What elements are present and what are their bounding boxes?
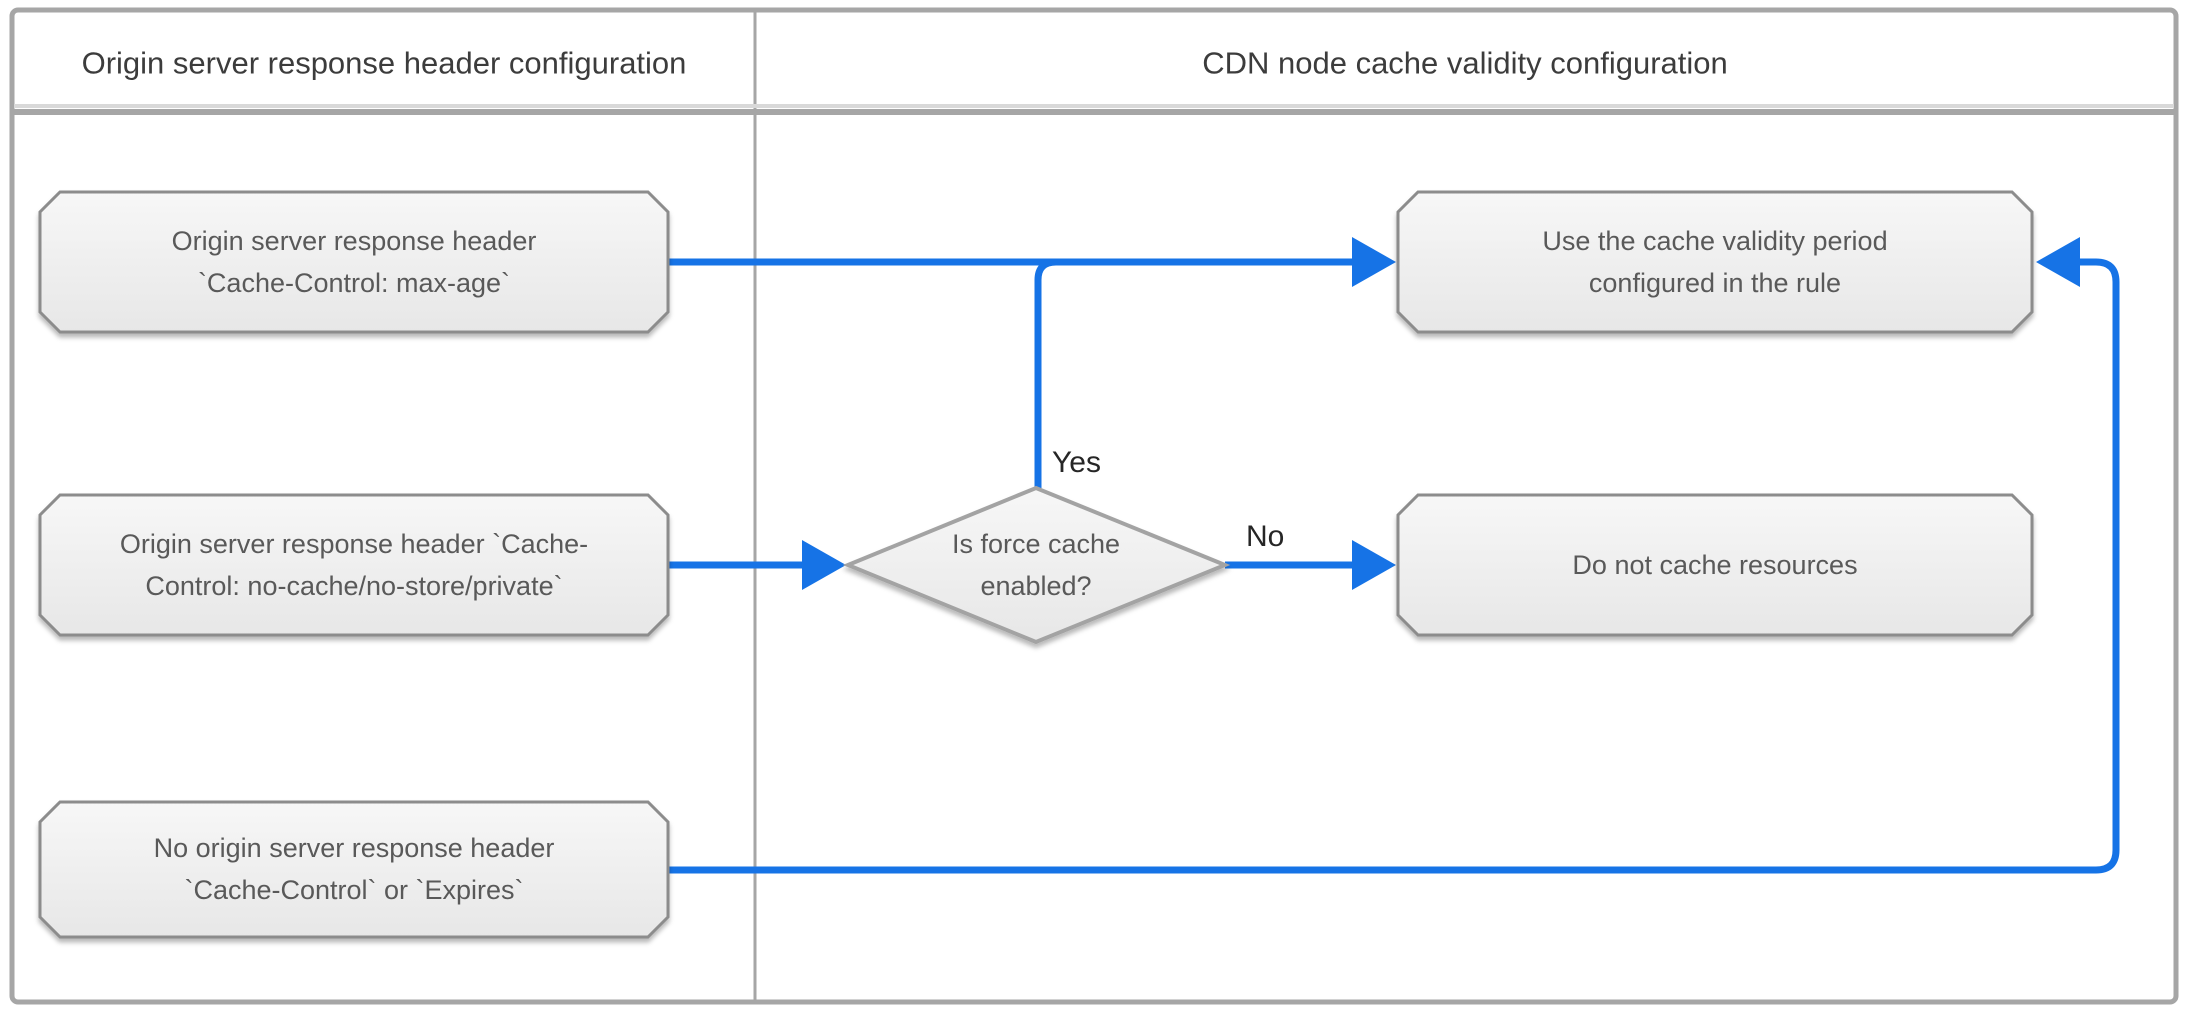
node-origin-max-age-shape bbox=[38, 190, 670, 334]
node-do-not-cache-text: Do not cache resources bbox=[1572, 550, 1857, 580]
arrowhead-into-do-not-cache-icon bbox=[1352, 540, 1396, 590]
node-origin-no-cache: Origin server response header `Cache- Co… bbox=[38, 493, 670, 637]
arrow-yes-branch bbox=[1034, 258, 1352, 488]
arrowhead-into-use-rule-right-icon bbox=[2036, 237, 2080, 287]
header-right-label: CDN node cache validity configuration bbox=[1202, 46, 1728, 81]
flow-arrowheads bbox=[802, 237, 2080, 590]
arrowhead-into-decision-icon bbox=[802, 540, 846, 590]
node-origin-no-cache-line2: Control: no-cache/no-store/private` bbox=[145, 571, 562, 601]
node-origin-no-header-line2: `Cache-Control` or `Expires` bbox=[184, 875, 523, 905]
node-origin-no-header-shape bbox=[38, 800, 670, 939]
node-origin-no-header-line1: No origin server response header bbox=[154, 833, 555, 863]
node-origin-no-cache-line1: Origin server response header `Cache- bbox=[120, 529, 588, 559]
node-origin-no-header: No origin server response header `Cache-… bbox=[38, 800, 670, 939]
arrowhead-into-use-rule-left-icon bbox=[1352, 237, 1396, 287]
node-do-not-cache: Do not cache resources bbox=[1396, 493, 2034, 637]
node-origin-max-age-line2: `Cache-Control: max-age` bbox=[198, 268, 510, 298]
node-force-cache-decision-line2: enabled? bbox=[980, 571, 1091, 601]
node-force-cache-decision-line1: Is force cache bbox=[952, 529, 1120, 559]
node-force-cache-decision: Is force cache enabled? bbox=[842, 485, 1231, 645]
node-use-rule-validity-shape bbox=[1396, 190, 2034, 334]
arrow-no-header-loop bbox=[668, 258, 2120, 874]
edge-label-no: No bbox=[1246, 520, 1284, 553]
node-origin-max-age: Origin server response header `Cache-Con… bbox=[38, 190, 670, 334]
flow-arrows bbox=[668, 258, 2120, 874]
node-do-not-cache-shape bbox=[1396, 493, 2034, 637]
node-use-rule-validity-line2: configured in the rule bbox=[1589, 268, 1841, 298]
node-use-rule-validity: Use the cache validity period configured… bbox=[1396, 190, 2034, 334]
header-left-label: Origin server response header configurat… bbox=[82, 46, 687, 81]
edge-label-yes: Yes bbox=[1052, 446, 1101, 479]
node-use-rule-validity-line1: Use the cache validity period bbox=[1542, 226, 1887, 256]
node-force-cache-decision-shape bbox=[842, 485, 1231, 645]
node-origin-max-age-line1: Origin server response header bbox=[172, 226, 537, 256]
node-origin-no-cache-shape bbox=[38, 493, 670, 637]
